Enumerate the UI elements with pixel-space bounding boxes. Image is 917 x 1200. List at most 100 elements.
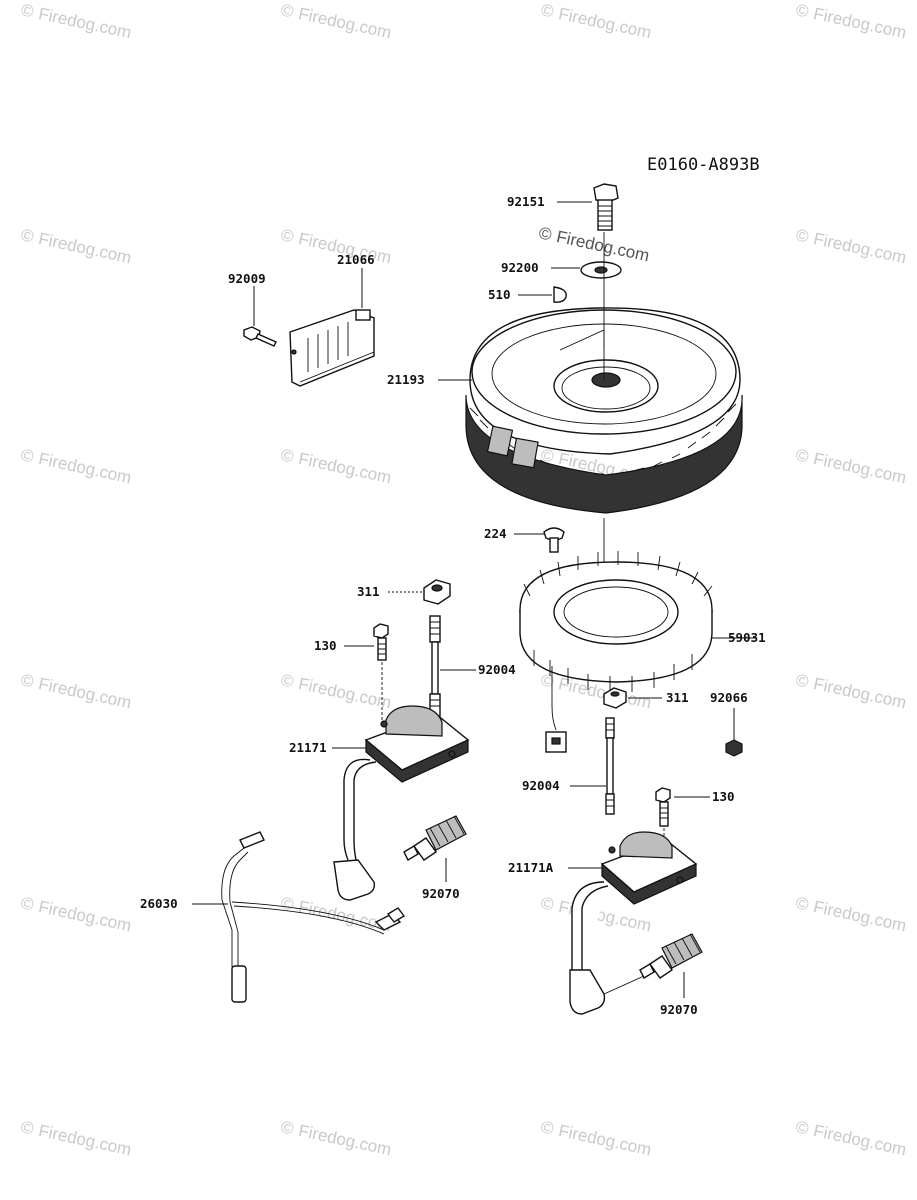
flywheel-21193[interactable]: [465, 307, 743, 514]
screw-92009[interactable]: [243, 326, 297, 355]
label-92070-left: 92070: [422, 886, 460, 901]
watermark: ©Firedog.com: [794, 1117, 908, 1159]
bolt-224[interactable]: [543, 527, 565, 553]
watermark: ©Firedog.com: [19, 893, 133, 935]
watermark: ©Firedog.com: [19, 1117, 133, 1159]
label-21171A: 21171A: [508, 860, 554, 875]
svg-text:Firedog.com: Firedog.com: [37, 674, 133, 712]
diagram-code: E0160-A893B: [647, 155, 760, 175]
label-92070-right: 92070: [660, 1002, 698, 1017]
spark-plug-92070-left[interactable]: [403, 815, 467, 861]
bolt-92151[interactable]: [593, 183, 619, 231]
watermark: ©Firedog.com: [794, 670, 908, 712]
svg-text:Firedog.com: Firedog.com: [812, 1121, 908, 1159]
watermark: ©Firedog.com: [19, 670, 133, 712]
ignition-coil-21171A[interactable]: [569, 831, 698, 1015]
watermark: ©Firedog.com: [279, 670, 393, 712]
label-21171: 21171: [289, 740, 327, 755]
svg-text:©: ©: [279, 670, 296, 691]
svg-text:©: ©: [279, 445, 296, 466]
svg-text:Firedog.com: Firedog.com: [555, 227, 651, 265]
svg-text:Firedog.com: Firedog.com: [297, 449, 393, 487]
svg-text:Firedog.com: Firedog.com: [812, 897, 908, 935]
svg-text:©: ©: [19, 225, 36, 246]
watermark: ©Firedog.com: [19, 445, 133, 487]
washer-92200[interactable]: [580, 261, 622, 279]
svg-text:©: ©: [794, 445, 811, 466]
nut-92066[interactable]: [725, 739, 743, 757]
svg-text:Firedog.com: Firedog.com: [297, 1121, 393, 1159]
label-130-left: 130: [314, 638, 337, 653]
svg-text:Firedog.com: Firedog.com: [37, 229, 133, 267]
svg-text:©: ©: [539, 0, 556, 21]
svg-text:©: ©: [794, 0, 811, 21]
svg-text:Firedog.com: Firedog.com: [37, 897, 133, 935]
key-510[interactable]: [553, 286, 567, 303]
nut-311-left[interactable]: [423, 579, 451, 605]
watermark: ©Firedog.com: [279, 893, 393, 935]
label-21066: 21066: [337, 252, 375, 267]
label-92066: 92066: [710, 690, 748, 705]
watermark: ©Firedog.com: [279, 445, 393, 487]
watermark: ©Firedog.com: [19, 225, 133, 267]
svg-text:©: ©: [279, 893, 296, 914]
regulator-21066[interactable]: [289, 309, 375, 387]
spark-plug-92070-right[interactable]: [639, 933, 703, 979]
svg-text:Firedog.com: Firedog.com: [557, 4, 653, 42]
stud-92004-right[interactable]: [605, 717, 615, 815]
watermark: ©Firedog.com: [539, 0, 653, 42]
label-92009: 92009: [228, 271, 266, 286]
watermark-layer: ©Firedog.com ©Firedog.com ©Firedog.com ©…: [19, 0, 908, 1159]
svg-text:©: ©: [19, 670, 36, 691]
svg-text:Firedog.com: Firedog.com: [557, 897, 653, 935]
svg-text:Firedog.com: Firedog.com: [297, 4, 393, 42]
label-21193: 21193: [387, 372, 425, 387]
svg-text:©: ©: [279, 225, 296, 246]
wire-harness-26030[interactable]: [221, 831, 406, 1003]
svg-text:©: ©: [794, 225, 811, 246]
svg-text:©: ©: [539, 670, 556, 691]
svg-text:©: ©: [279, 0, 296, 21]
label-92151: 92151: [507, 194, 545, 209]
label-92004-right: 92004: [522, 778, 560, 793]
bolt-130-left[interactable]: [373, 623, 389, 661]
watermark: ©Firedog.com: [279, 1117, 393, 1159]
svg-text:Firedog.com: Firedog.com: [297, 897, 393, 935]
svg-text:©: ©: [539, 1117, 556, 1138]
watermark: ©Firedog.com: [794, 0, 908, 42]
svg-text:©: ©: [539, 893, 556, 914]
svg-text:©: ©: [794, 893, 811, 914]
label-311-left: 311: [357, 584, 380, 599]
svg-text:Firedog.com: Firedog.com: [812, 449, 908, 487]
watermark: ©Firedog.com: [794, 225, 908, 267]
label-224: 224: [484, 526, 507, 541]
label-92004-left: 92004: [478, 662, 516, 677]
svg-text:©: ©: [19, 0, 36, 21]
svg-text:©: ©: [279, 1117, 296, 1138]
label-26030: 26030: [140, 896, 178, 911]
svg-text:Firedog.com: Firedog.com: [37, 449, 133, 487]
stator-59031[interactable]: [519, 551, 713, 753]
svg-text:Firedog.com: Firedog.com: [37, 4, 133, 42]
watermark: ©Firedog.com: [794, 893, 908, 935]
svg-text:Firedog.com: Firedog.com: [297, 674, 393, 712]
label-130-right: 130: [712, 789, 735, 804]
ignition-coil-21171[interactable]: [333, 705, 470, 901]
svg-text:Firedog.com: Firedog.com: [557, 1121, 653, 1159]
svg-text:©: ©: [19, 1117, 36, 1138]
watermark: ©Firedog.com: [19, 0, 133, 42]
label-510: 510: [488, 287, 511, 302]
watermark: ©Firedog.com: [794, 445, 908, 487]
svg-text:Firedog.com: Firedog.com: [812, 4, 908, 42]
watermark-dark: ©Firedog.com: [537, 223, 651, 265]
watermark: ©Firedog.com: [539, 1117, 653, 1159]
nut-311-right[interactable]: [603, 687, 627, 709]
stud-92004-left[interactable]: [429, 615, 441, 717]
svg-text:Firedog.com: Firedog.com: [812, 229, 908, 267]
label-92200: 92200: [501, 260, 539, 275]
svg-text:©: ©: [19, 445, 36, 466]
bolt-130-right[interactable]: [655, 787, 671, 827]
label-311-right: 311: [666, 690, 689, 705]
svg-text:Firedog.com: Firedog.com: [37, 1121, 133, 1159]
